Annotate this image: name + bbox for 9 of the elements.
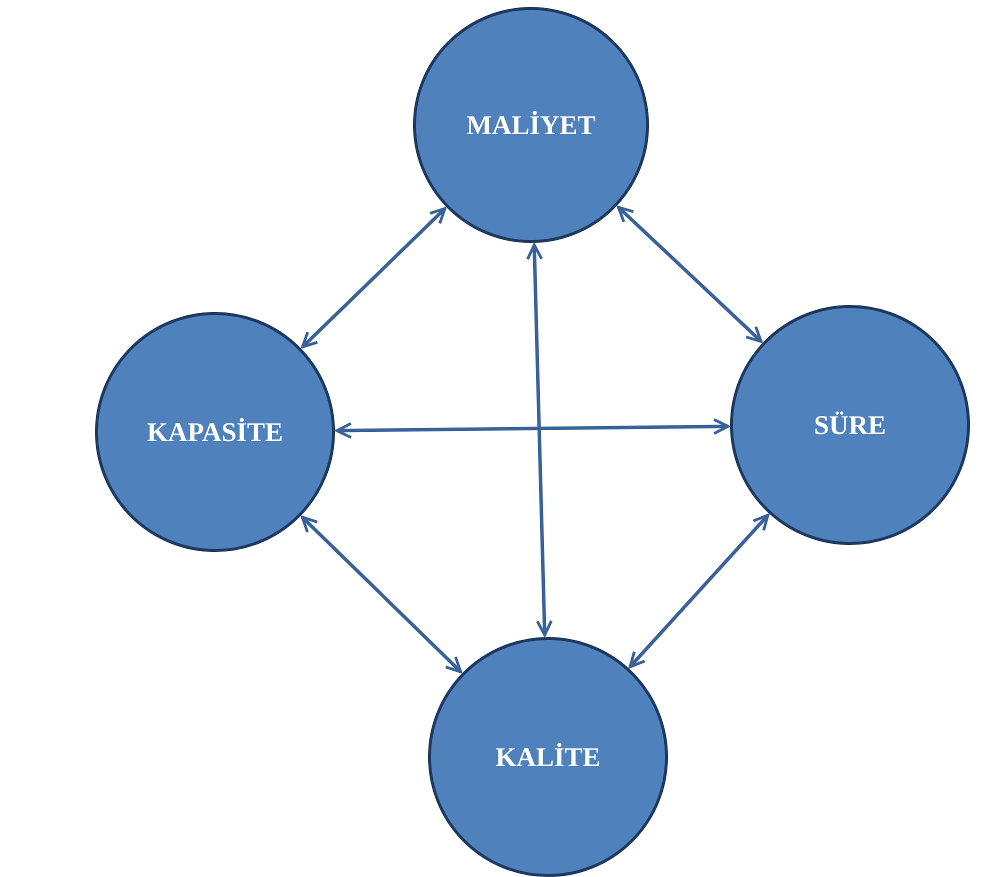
node-label: MALİYET: [466, 110, 596, 140]
double-headed-arrow: [628, 514, 770, 668]
node-label: KALİTE: [495, 742, 601, 772]
double-headed-arrow: [336, 418, 730, 439]
double-headed-arrow: [301, 207, 446, 348]
double-headed-arrow: [526, 244, 553, 636]
double-headed-arrow: [617, 206, 763, 343]
node-label: SÜRE: [814, 410, 886, 440]
node-label: KAPASİTE: [146, 416, 284, 448]
